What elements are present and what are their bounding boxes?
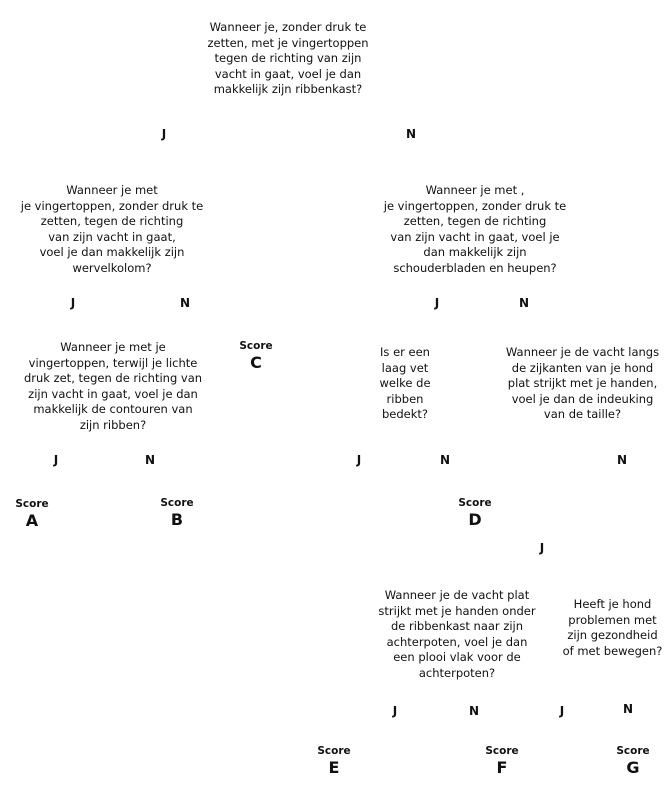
score-letter: C xyxy=(250,353,262,372)
score-label: Score xyxy=(458,497,492,509)
answer-yes: J xyxy=(392,704,398,718)
question-3: Wanneer je met , je vingertoppen, zonder… xyxy=(383,183,567,275)
score-letter: B xyxy=(170,510,184,529)
score-g: Score G xyxy=(608,745,658,778)
answer-yes: J xyxy=(53,453,59,467)
score-label: Score xyxy=(317,745,351,757)
score-e: Score E xyxy=(309,745,359,778)
answer-yes: J xyxy=(161,127,167,141)
answer-no: N xyxy=(622,702,634,716)
answer-no: N xyxy=(179,296,191,310)
answer-no: N xyxy=(405,127,417,141)
question-6: Wanneer je de vacht langs de zijkanten v… xyxy=(505,345,660,421)
answer-yes: J xyxy=(559,704,565,718)
score-letter: A xyxy=(25,511,39,530)
answer-yes: J xyxy=(70,296,76,310)
answer-yes: J xyxy=(356,453,362,467)
score-d: Score D xyxy=(450,497,500,530)
question-4: Wanneer je met je vingertoppen, terwijl … xyxy=(23,340,203,432)
score-label: Score xyxy=(485,745,519,757)
question-2: Wanneer je met je vingertoppen, zonder d… xyxy=(20,183,204,275)
score-letter: D xyxy=(468,510,482,529)
score-letter: G xyxy=(626,758,640,777)
answer-no: N xyxy=(616,453,628,467)
answer-no: N xyxy=(518,296,530,310)
score-c: Score C xyxy=(231,340,281,373)
question-5: Is er een laag vet welke de ribben bedek… xyxy=(379,345,431,421)
question-7: Wanneer je de vacht plat strijkt met je … xyxy=(378,588,536,680)
score-letter: F xyxy=(496,758,508,777)
score-label: Score xyxy=(160,497,194,509)
score-label: Score xyxy=(616,745,650,757)
score-label: Score xyxy=(15,498,49,510)
score-label: Score xyxy=(239,340,273,352)
score-a: Score A xyxy=(7,498,57,531)
question-8: Heeft je hond problemen met zijn gezondh… xyxy=(562,597,663,658)
score-b: Score B xyxy=(152,497,202,530)
answer-no: N xyxy=(144,453,156,467)
question-1: Wanneer je, zonder druk te zetten, met j… xyxy=(207,20,369,96)
answer-yes: J xyxy=(434,296,440,310)
answer-yes: J xyxy=(539,541,545,555)
score-f: Score F xyxy=(477,745,527,778)
answer-no: N xyxy=(439,453,451,467)
answer-no: N xyxy=(468,704,480,718)
score-letter: E xyxy=(328,758,340,777)
